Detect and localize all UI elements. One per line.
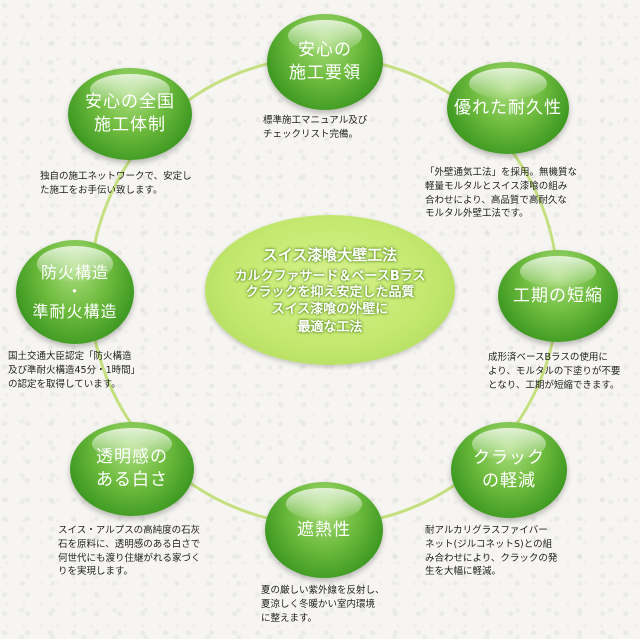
center-ellipse: スイス漆喰大壁工法 カルクファサード＆ベースBラス クラックを抑え安定した品質 … <box>205 215 455 365</box>
bubble-label: 防火構造 ・ 準耐火構造 <box>32 263 118 321</box>
bubble-label: 安心の全国 施工体制 <box>85 92 175 135</box>
desc-durability: 「外壁通気工法」を採用。無機質な 軽量モルタルとスイス漆喰の組み 合わせにより、… <box>425 167 578 220</box>
bubble-heat-shield: 遮熱性 <box>265 482 383 578</box>
bubble-translucent-white: 透明感の ある白さ <box>70 422 194 516</box>
center-subtitle: カルクファサード＆ベースBラス <box>234 268 426 284</box>
desc-translucent-white: スイス・アルプスの高純度の石灰 石を原料に、透明感のある白さで 何世代にも渡り住… <box>58 525 201 578</box>
desc-heat-shield: 夏の厳しい紫外線を反射し、 夏涼しく冬暖かい室内環境 に整えます。 <box>261 585 385 624</box>
bubble-label: 透明感の ある白さ <box>96 447 168 490</box>
bubble-durability: 優れた耐久性 <box>447 62 569 154</box>
desc-fireproof: 国土交通大臣認定「防火構造 及び準耐火構造45分・1時間」 の認定を取得していま… <box>8 351 141 390</box>
bubble-label: 遮熱性 <box>297 519 351 540</box>
bubble-nationwide-system: 安心の全国 施工体制 <box>68 68 192 160</box>
bubble-label: 安心の 施工要領 <box>289 40 361 83</box>
bubble-label: 工期の短縮 <box>513 285 603 306</box>
desc-nationwide-system: 独自の施工ネットワークで、安定し た施工をお手伝い致します。 <box>40 171 192 196</box>
bubble-label: 優れた耐久性 <box>454 97 562 118</box>
center-body: クラックを抑え安定した品質 スイス漆喰の外壁に 最適な工法 <box>245 284 415 335</box>
bubble-construction-guide: 安心の 施工要領 <box>267 14 383 110</box>
desc-crack-reduction: 耐アルカリグラスファイバー ネット(ジルコネットS)との組 み合わせにより、クラ… <box>425 525 558 578</box>
bubble-fireproof: 防火構造 ・ 準耐火構造 <box>16 240 134 344</box>
bubble-label: クラック の軽減 <box>473 448 545 491</box>
desc-construction-guide: 標準施工マニュアル及び チェックリスト完備。 <box>263 115 368 140</box>
center-title: スイス漆喰大壁工法 <box>262 245 398 264</box>
desc-shorter-schedule: 成形済ベースBラスの使用に より、モルタルの下塗りが不要 となり、工期が短縮でき… <box>488 352 621 391</box>
bubble-shorter-schedule: 工期の短縮 <box>498 250 618 342</box>
bubble-crack-reduction: クラック の軽減 <box>451 422 567 518</box>
